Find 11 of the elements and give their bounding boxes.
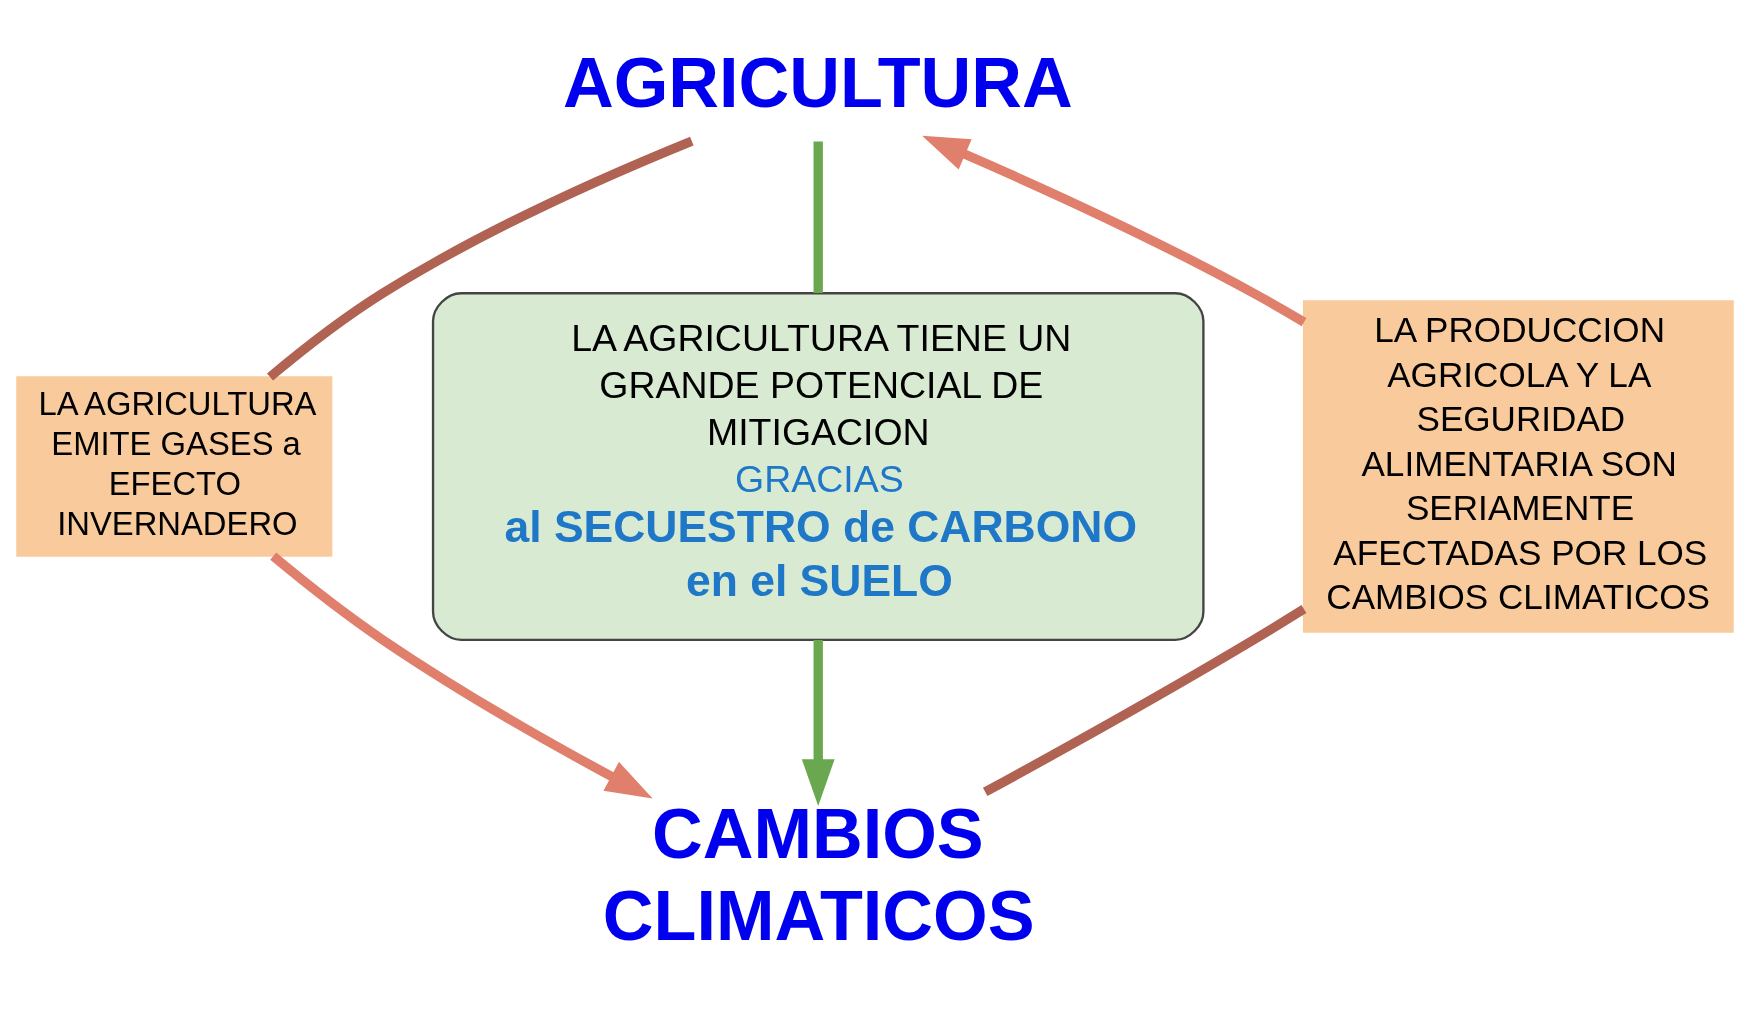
node-box: LA AGRICULTURA TIENE UN GRANDE POTENCIAL DE MITIGACION GRACIAS al SECUESTRO de CARBONO en el SUELO: [431, 292, 1205, 641]
arrow: [922, 135, 1307, 327]
connector: [982, 605, 1307, 797]
arrow: [801, 640, 835, 807]
connector: [267, 136, 694, 381]
connector: [813, 141, 823, 293]
node-text: CAMBIOS CLIMATICOS: [602, 793, 1035, 955]
arrow: [270, 552, 653, 799]
node-box: LA AGRICULTURA EMITE GASES a EFECTO INVERNADERO: [16, 376, 333, 557]
node-text: AGRICULTURA: [562, 43, 1073, 123]
node-box: LA PRODUCCION AGRICOLA Y LA SEGURIDAD ALIMENTARIA SON SERIAMENTE AFECTADAS POR LOS CAMBIOS CLIMATICOS: [1302, 300, 1734, 633]
